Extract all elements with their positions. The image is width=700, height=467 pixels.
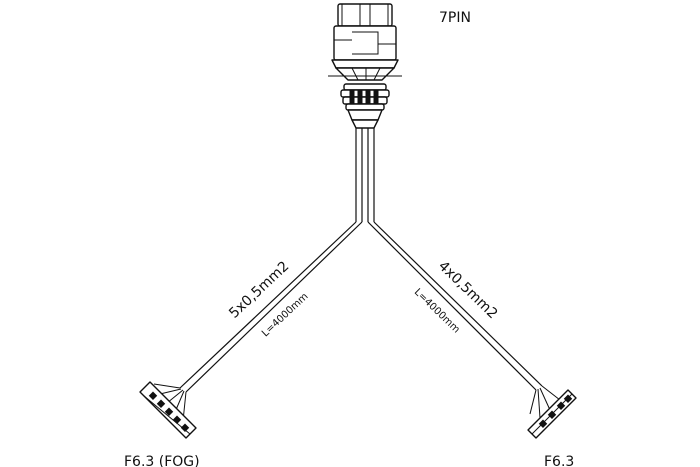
right-cable-length: L=4000mm <box>412 287 462 336</box>
main-cable <box>355 128 375 222</box>
left-terminal-label: F6.3 (FOG) <box>124 454 200 467</box>
seven-pin-connector <box>328 3 402 129</box>
left-branch-cable <box>179 221 363 393</box>
connector-label: 7PIN <box>439 10 471 26</box>
left-terminal-bundle <box>139 381 197 439</box>
right-branch-cable <box>367 221 543 391</box>
right-terminal-label: F6.3 <box>544 454 574 467</box>
left-cable-length: L=4000mm <box>260 291 311 339</box>
right-terminal-bundle <box>527 385 577 439</box>
